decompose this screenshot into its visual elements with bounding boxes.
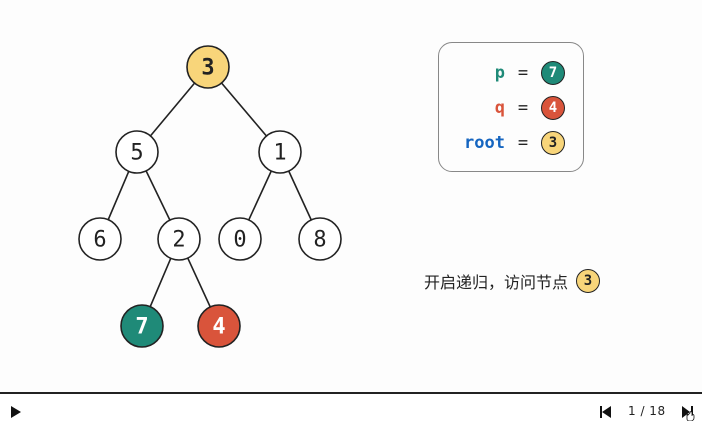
tree-node-circle bbox=[120, 304, 164, 348]
tree-node-circle bbox=[298, 217, 342, 261]
tree-node-label: 2 bbox=[172, 228, 185, 253]
legend-row-q: q = 4 bbox=[439, 93, 585, 123]
tree-node-circle bbox=[218, 217, 262, 261]
tree-node-5: 5 bbox=[115, 130, 159, 174]
legend-node-p: 7 bbox=[541, 61, 565, 85]
tree-node-label: 7 bbox=[135, 315, 148, 340]
tree-node-1: 1 bbox=[258, 130, 302, 174]
legend-row-root: root = 3 bbox=[439, 128, 585, 158]
tree-node-circle bbox=[186, 45, 230, 89]
tree-node-0: 0 bbox=[218, 217, 262, 261]
caption-text: 开启递归，访问节点 bbox=[424, 273, 569, 292]
legend-node-q: 4 bbox=[541, 96, 565, 120]
tree-node-label: 3 bbox=[201, 56, 214, 81]
tree-node-8: 8 bbox=[298, 217, 342, 261]
legend-var-root: root bbox=[464, 133, 505, 153]
page-counter: 1 / 18 bbox=[628, 404, 666, 418]
tree-nodes: 3 5 1 6 2 0 8 7 4 bbox=[78, 45, 342, 348]
tree-node-label: 5 bbox=[130, 141, 143, 166]
tree-node-4: 4 bbox=[197, 304, 241, 348]
legend-equals: = bbox=[517, 63, 529, 83]
tree-node-circle bbox=[78, 217, 122, 261]
caption-node: 3 bbox=[576, 269, 601, 293]
previous-step-button[interactable] bbox=[599, 405, 613, 419]
diagram-stage: 3 5 1 6 2 0 8 7 4 p = 7 q = 4 root = 3 开启递归，访问节点… bbox=[78, 42, 601, 348]
tree-node-circle bbox=[157, 217, 201, 261]
variables-legend: p = 7 q = 4 root = 3 bbox=[438, 42, 584, 172]
binary-tree-diagram: 3 5 1 6 2 0 8 7 4 bbox=[78, 45, 342, 348]
legend-equals: = bbox=[517, 133, 529, 153]
tree-node-label: 6 bbox=[93, 228, 106, 253]
step-caption: 开启递归，访问节点 3 bbox=[424, 266, 601, 296]
play-button[interactable] bbox=[10, 405, 22, 419]
tree-node-label: 1 bbox=[273, 141, 286, 166]
legend-row-p: p = 7 bbox=[439, 58, 585, 88]
legend-var-q: q bbox=[494, 98, 505, 118]
tree-node-2: 2 bbox=[157, 217, 201, 261]
tree-node-circle bbox=[115, 130, 159, 174]
legend-node-root: 3 bbox=[541, 131, 565, 155]
tree-node-label: 8 bbox=[313, 228, 326, 253]
next-step-button[interactable] bbox=[680, 403, 698, 422]
tree-node-label: 4 bbox=[212, 315, 225, 340]
tree-node-circle bbox=[197, 304, 241, 348]
skip-forward-icon bbox=[682, 406, 695, 422]
tree-node-3: 3 bbox=[186, 45, 230, 89]
playback-controls: 1 / 18 bbox=[0, 392, 702, 428]
legend-equals: = bbox=[517, 98, 529, 118]
tree-edges bbox=[99, 66, 321, 327]
tree-node-6: 6 bbox=[78, 217, 122, 261]
tree-node-7: 7 bbox=[120, 304, 164, 348]
legend-var-p: p bbox=[494, 63, 505, 83]
tree-node-circle bbox=[258, 130, 302, 174]
tree-node-label: 0 bbox=[233, 228, 246, 253]
